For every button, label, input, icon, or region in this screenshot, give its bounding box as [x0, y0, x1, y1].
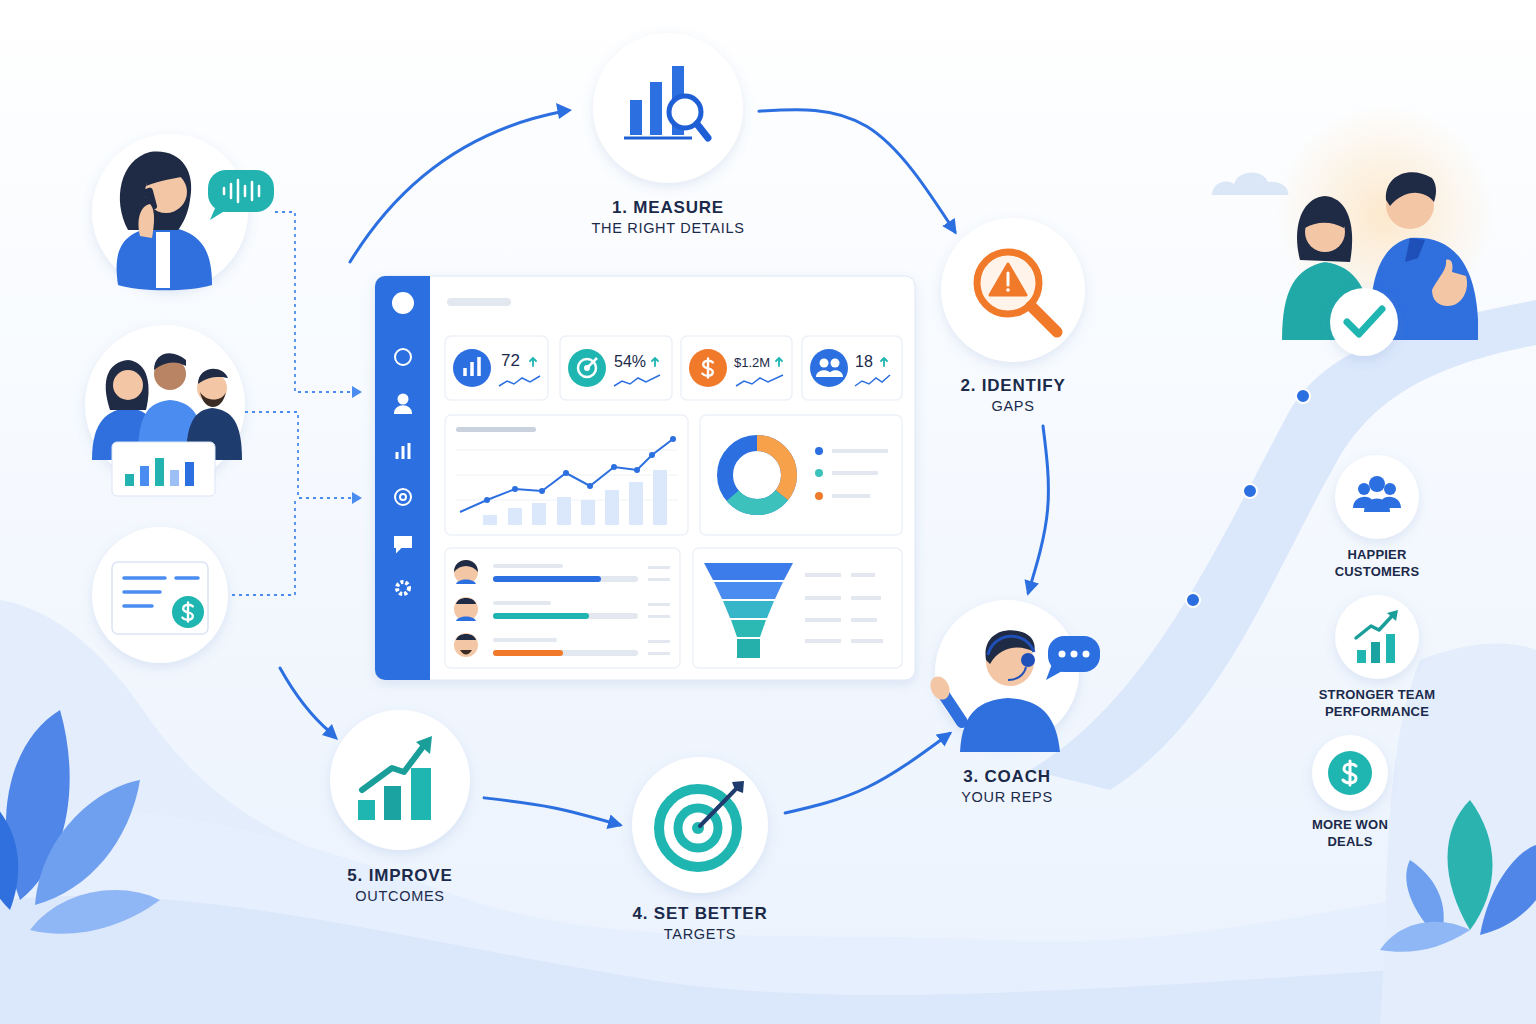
leaves — [0, 710, 1536, 952]
coach-icon — [927, 630, 1100, 752]
step-node: 3. COACHYOUR REPS — [935, 600, 1079, 807]
dashboard-avatars — [454, 560, 478, 657]
stat-value: 72 — [501, 351, 520, 371]
happy-couple — [1282, 172, 1478, 356]
step-node: 5. IMPROVEOUTCOMES — [330, 710, 470, 906]
outcome-node: STRONGER TEAM PERFORMANCE — [1302, 595, 1452, 720]
dashboard — [375, 276, 915, 680]
improve-icon — [358, 736, 432, 820]
source-link-heads — [352, 386, 362, 504]
step-title: 3. COACH — [935, 766, 1079, 787]
step-node: 4. SET BETTERTARGETS — [632, 757, 768, 944]
source-circles — [85, 134, 248, 663]
outcome-label: MORE WON DEALS — [1300, 816, 1400, 850]
step-subtitle: OUTCOMES — [330, 887, 470, 906]
cycle-arrow — [484, 798, 620, 825]
road-dots — [1186, 389, 1310, 607]
cloud — [1212, 172, 1288, 195]
node-circles — [330, 33, 1419, 893]
cycle-arrow — [785, 733, 950, 813]
stat-value: 18 — [855, 352, 873, 372]
source-links — [232, 212, 352, 595]
cycle-arrow — [759, 110, 955, 232]
step-title: 2. IDENTIFY — [941, 375, 1085, 396]
outcome-node: HAPPIER CUSTOMERS — [1322, 455, 1432, 580]
stat-value: $1.2M — [734, 353, 770, 373]
stat-value: 54% — [614, 352, 646, 372]
step-node: 2. IDENTIFYGAPS — [941, 218, 1085, 416]
cycle-arrow — [1028, 426, 1048, 593]
step-subtitle: GAPS — [941, 397, 1085, 416]
customers-icon — [1353, 476, 1401, 512]
outcome-label: STRONGER TEAM PERFORMANCE — [1302, 686, 1452, 720]
caller-figure — [117, 152, 274, 291]
measure-icon — [624, 66, 708, 138]
target-icon — [659, 781, 744, 867]
step-title: 1. MEASURE — [591, 197, 744, 218]
outcome-node: MORE WON DEALS — [1300, 735, 1400, 850]
step-node: 1. MEASURETHE RIGHT DETAILS — [591, 33, 744, 238]
growth-road — [1030, 300, 1536, 790]
step-title: 4. SET BETTER — [632, 903, 768, 924]
step-subtitle: TARGETS — [632, 925, 768, 944]
step-subtitle: THE RIGHT DETAILS — [591, 219, 744, 238]
deals-icon — [1328, 751, 1372, 795]
step-title: 5. IMPROVE — [330, 865, 470, 886]
invoice-figure — [112, 562, 208, 634]
team-figure — [92, 353, 242, 496]
performance-icon — [1356, 610, 1398, 663]
gap-icon — [977, 252, 1057, 332]
step-subtitle: YOUR REPS — [935, 788, 1079, 807]
outcome-label: HAPPIER CUSTOMERS — [1322, 546, 1432, 580]
